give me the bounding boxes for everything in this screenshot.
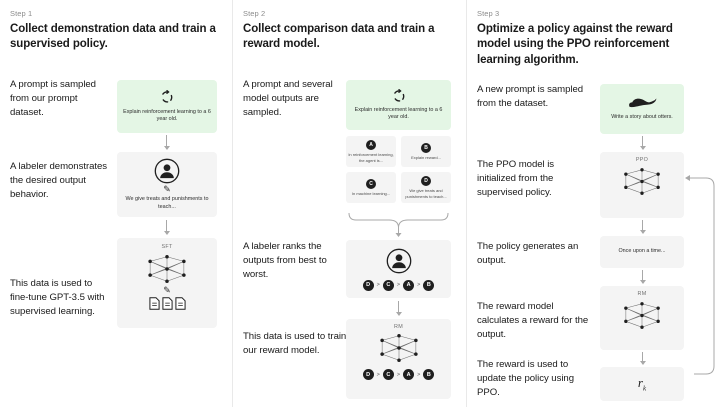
step-3-rm-title: RM <box>637 291 647 297</box>
output-badge-c: C <box>366 178 376 189</box>
step-1-labeler-node[interactable]: ✎ We give treats and punishments to teac… <box>117 152 217 217</box>
step-3-output-node[interactable]: Once upon a time... <box>600 236 684 268</box>
rank-badge-3: A <box>403 279 415 291</box>
output-badge-a: A <box>366 140 376 151</box>
rm-rank-sep-3: > <box>417 371 421 378</box>
step-1-arrow-1 <box>163 135 170 150</box>
step-3-arrow-1 <box>639 136 646 150</box>
reward-symbol: rk <box>638 375 646 393</box>
step-3-ppo-title: PPO <box>635 157 649 163</box>
output-cell-a[interactable]: A In reinforcement learning, the agent i… <box>346 136 396 167</box>
output-cell-d[interactable]: D We give treats and punishments to teac… <box>401 172 451 203</box>
rank-sep-1: > <box>376 282 380 288</box>
person-icon <box>386 248 412 274</box>
step-3-caption-2: The PPO model is initialized from the su… <box>477 159 555 198</box>
rank-sep-2: > <box>396 282 401 288</box>
step-1-arrow-2 <box>163 220 170 235</box>
rank-badge-1: D <box>362 279 374 291</box>
step-1-sft-node[interactable]: SFT ✎ <box>117 238 217 328</box>
step-2-rm-ranking: D > C > A > B <box>362 369 435 380</box>
step-2-arrow-1 <box>395 301 402 316</box>
step-1-sft-title: SFT <box>161 244 173 250</box>
step-3-reward-node[interactable]: rk <box>600 367 684 401</box>
step-1-prompt-text: Explain reinforcement learning to a 6 ye… <box>123 108 211 122</box>
recycle-icon <box>160 89 174 104</box>
step-3-arrow-2 <box>639 220 646 234</box>
step-3-arrow-3 <box>639 270 646 284</box>
neural-network-icon <box>376 331 422 365</box>
step-2-outputs-grid: A In reinforcement learning, the agent i… <box>346 136 451 203</box>
step-2-prompt-node[interactable]: Explain reinforcement learning to a 6 ye… <box>346 80 451 130</box>
step-3-ppo-node[interactable]: PPO <box>600 152 684 218</box>
step-3-caption-3: The policy generates an output. <box>477 241 579 266</box>
step-3-caption-5: The reward is used to update the policy … <box>477 359 574 398</box>
pencil-icon: ✎ <box>163 285 171 295</box>
output-badge-d: D <box>421 176 431 187</box>
rank-badge-2: C <box>382 279 394 291</box>
step-2-title: Collect comparison data and train a rewa… <box>243 23 435 51</box>
step-1-caption-1: A prompt is sampled from our prompt data… <box>10 79 96 118</box>
reward-symbol-subscript: k <box>642 384 647 393</box>
step-3-title: Optimize a policy against the reward mod… <box>477 23 673 66</box>
step-3-output-text: Once upon a time... <box>618 248 666 255</box>
output-text-c: In machine learning... <box>351 190 391 196</box>
step-3-prompt-text: Write a story about otters. <box>611 114 673 121</box>
reward-symbol-base: r <box>637 375 643 391</box>
step-3-arrow-4 <box>639 352 646 365</box>
step-2-labeler-node[interactable]: D > C > A > B <box>346 240 451 298</box>
rm-rank-badge-3: A <box>403 369 415 380</box>
step-3-caption-1: A new prompt is sampled from the dataset… <box>477 84 584 109</box>
rm-rank-sep-2: > <box>396 371 401 378</box>
step-2-caption-3: This data is used to train our reward mo… <box>243 331 347 356</box>
step-3-feedback-loop-arrow <box>682 160 720 392</box>
neural-network-icon <box>620 165 664 198</box>
rm-rank-sep-1: > <box>376 371 380 378</box>
rm-rank-badge-2: C <box>382 369 394 380</box>
output-text-b: Explain reward... <box>411 154 441 160</box>
otter-icon <box>627 96 657 110</box>
recycle-icon <box>392 88 406 103</box>
output-text-d: We give treats and punishments to teach.… <box>405 188 447 199</box>
step-2-rm-title: RM <box>394 324 403 330</box>
output-badge-b: B <box>421 142 431 153</box>
documents-icon <box>148 297 186 310</box>
step-2-column: Step 2 Collect comparison data and train… <box>232 0 466 407</box>
step-2-label: Step 2 <box>243 9 266 18</box>
step-3-label: Step 3 <box>477 9 500 18</box>
rank-badge-4: B <box>423 279 435 291</box>
step-1-column: Step 1 Collect demonstration data and tr… <box>0 0 232 407</box>
step-1-label: Step 1 <box>10 9 33 18</box>
pencil-icon: ✎ <box>163 184 171 195</box>
person-icon <box>154 158 180 184</box>
step-3-column: Step 3 Optimize a policy against the rew… <box>466 0 720 407</box>
step-2-caption-1: A prompt and several model outputs are s… <box>243 79 333 118</box>
step-1-caption-3: This data is used to fine-tune GPT-3.5 w… <box>10 278 105 317</box>
output-text-a: In reinforcement learning, the agent is.… <box>348 152 394 163</box>
output-cell-b[interactable]: B Explain reward... <box>401 136 451 167</box>
step-3-rm-node[interactable]: RM <box>600 286 684 350</box>
neural-network-icon <box>144 252 190 286</box>
neural-network-icon <box>620 299 664 332</box>
step-1-title: Collect demonstration data and train a s… <box>10 23 216 51</box>
step-1-caption-2: A labeler demonstrates the desired outpu… <box>10 161 108 200</box>
output-cell-c[interactable]: C In machine learning... <box>346 172 396 203</box>
step-1-prompt-node[interactable]: Explain reinforcement learning to a 6 ye… <box>117 80 217 133</box>
rm-rank-badge-1: D <box>362 369 374 380</box>
step-2-ranking: D > C > A > B <box>362 279 435 291</box>
step-3-prompt-node[interactable]: Write a story about otters. <box>600 84 684 134</box>
step-2-prompt-text: Explain reinforcement learning to a 6 ye… <box>354 106 443 120</box>
step-2-caption-2: A labeler ranks the outputs from best to… <box>243 241 327 280</box>
step-3-caption-4: The reward model calculates a reward for… <box>477 301 589 340</box>
rm-rank-badge-4: B <box>423 369 435 380</box>
step-2-rm-node[interactable]: RM D > C > A > <box>346 319 451 399</box>
step-1-labeler-text: We give treats and punishments to teach.… <box>125 196 209 210</box>
rank-sep-3: > <box>417 282 421 288</box>
step-2-converge-brace <box>346 209 451 237</box>
